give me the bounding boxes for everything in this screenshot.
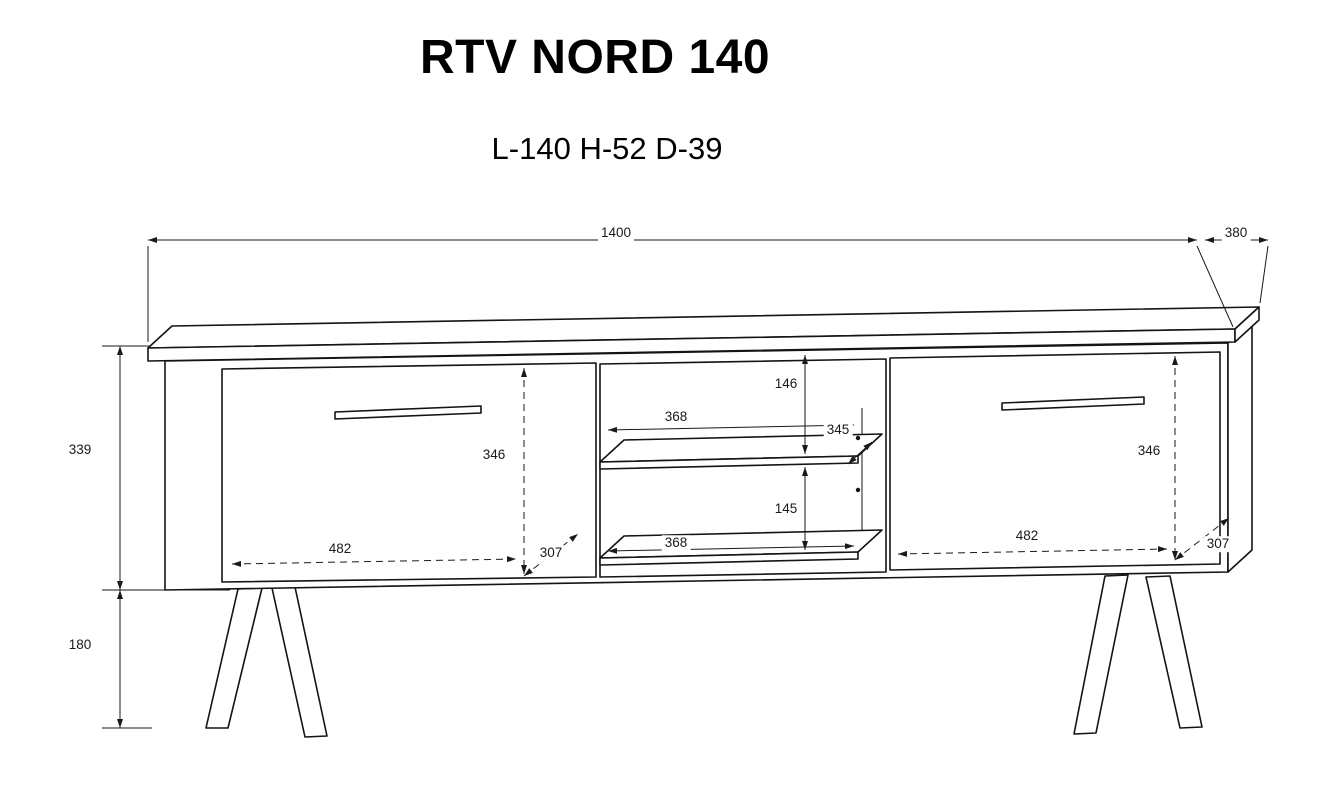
dim-left-inner-height: 346: [479, 447, 509, 463]
carcass-right-side: [1227, 320, 1253, 573]
dim-shelf-depth: 345: [823, 422, 853, 438]
cabinet-body: [147, 306, 1260, 738]
dim-right-inner-height: 346: [1134, 443, 1164, 459]
dim-right-inner-depth: 307: [1203, 536, 1233, 552]
legs: [205, 574, 1203, 738]
dim-niche-lower-gap: 145: [771, 501, 801, 517]
dim-leg-height: 180: [65, 637, 95, 653]
dim-left-inner-depth: 307: [536, 545, 566, 561]
dim-overall-length: 1400: [597, 225, 635, 241]
center-niche: [599, 358, 887, 578]
dim-carcass-height: 339: [65, 442, 95, 458]
dim-overall-depth: 380: [1221, 225, 1251, 241]
leg-back-right: [1073, 574, 1129, 735]
right-door-handle: [1001, 396, 1145, 411]
leg-back-left: [271, 586, 328, 738]
dim-niche-upper-gap: 146: [771, 376, 801, 392]
drawing-subtitle: L-140 H-52 D-39: [491, 131, 723, 166]
left-door-handle: [334, 405, 482, 420]
tabletop: [147, 306, 1260, 362]
leg-front-right: [1145, 575, 1203, 729]
dim-lower-shelf-width: 368: [661, 535, 691, 551]
leg-front-left: [205, 587, 263, 729]
dim-left-inner-width: 482: [325, 541, 355, 557]
dim-upper-shelf-width: 368: [661, 409, 691, 425]
dim-right-inner-width: 482: [1012, 528, 1042, 544]
lower-shelf-front-edge: [599, 551, 859, 566]
shelf-pin-hole: [855, 487, 861, 493]
right-door: [889, 351, 1221, 571]
tabletop-right-edge: [1234, 306, 1260, 343]
hidden-dimension-lines: [231, 356, 1230, 577]
drawing-title: RTV NORD 140: [419, 31, 771, 84]
left-door: [221, 362, 597, 583]
dimension-lines: [102, 237, 1269, 729]
shelf-pin-hole: [855, 435, 861, 441]
